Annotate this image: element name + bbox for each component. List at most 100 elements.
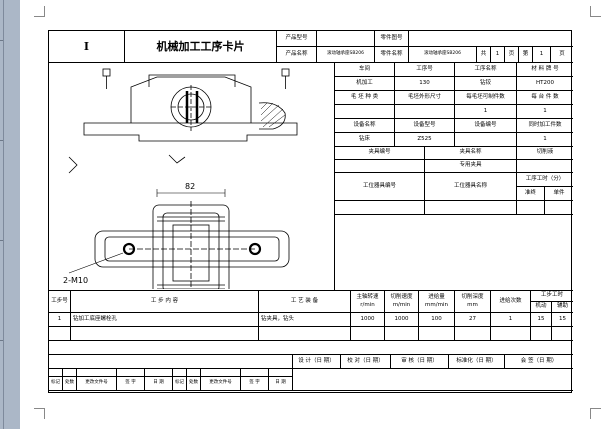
station-tool-name-label: 工位器具名称 [425,173,517,201]
equipment-name-value[interactable]: 钻床 [335,133,395,147]
part-number-label: 零件图号 [375,31,409,47]
step-2-no[interactable] [49,327,71,341]
prep-time-label: 准终 [517,187,545,201]
step-1-no[interactable]: 1 [49,313,71,327]
footer-sign-area[interactable] [293,369,573,391]
history-cell[interactable] [187,369,201,377]
step-2-speed[interactable] [351,327,385,341]
fixture-name-value[interactable]: 专用夹具 [425,160,517,173]
process-name-label: 工序名称 [455,63,517,77]
step-1-speed[interactable]: 1000 [351,313,385,327]
step-1-depth[interactable]: 27 [455,313,491,327]
history-cell[interactable] [241,369,269,377]
sheet-page-label: 页 [551,47,573,63]
footer-count-1: 处数 [63,377,77,391]
design-date-label: 设 计（日 期） [293,355,341,369]
prep-time-value[interactable] [517,201,545,215]
equipment-name-label: 设备名称 [335,119,395,133]
feed-label: 进给量 [428,294,445,300]
hole-label: 2-M10 [63,276,88,285]
station-tool-name-value[interactable] [425,201,517,215]
step-1-feed[interactable]: 100 [419,313,455,327]
countersign-date-label: 会 签（日 期） [505,355,573,369]
simultaneous-parts-value[interactable]: 1 [517,133,573,147]
coolant-value[interactable] [517,160,573,173]
history-cell[interactable] [269,369,293,377]
workshop-value[interactable]: 机加工 [335,77,395,91]
step-equipment-header: 工 艺 装 备 [259,291,351,313]
step-1-aux-time[interactable]: 15 [552,313,573,327]
blank-size-value[interactable] [395,105,455,119]
product-name-value[interactable]: 滚动轴承座SB206 [317,47,375,63]
history-cell[interactable] [63,369,77,377]
history-cell[interactable] [117,369,145,377]
history-cell[interactable] [145,369,173,377]
signoff-blank [49,355,293,369]
spindle-speed-unit: r/min [360,301,375,308]
equipment-model-value[interactable]: Z525 [395,133,455,147]
history-cell[interactable] [77,369,117,377]
notes-area[interactable] [335,215,573,291]
parts-per-blank-value[interactable]: 1 [455,105,517,119]
bearing-seat-drawing: 82 2-M10 [63,68,298,303]
step-1-content[interactable]: 钻加工底座螺栓孔 [71,313,259,327]
step-2-content[interactable] [71,327,259,341]
step-1-passes[interactable]: 1 [491,313,531,327]
process-no-value[interactable]: 130 [395,77,455,91]
product-name-label: 产品名称 [277,47,317,63]
step-1-machine-time[interactable]: 15 [531,313,552,327]
blank-row[interactable] [49,341,573,355]
machine-time-header: 机动 [531,302,552,313]
step-2-depth[interactable] [455,327,491,341]
total-value[interactable]: 1 [491,47,505,63]
part-drawing-area: 82 2-M10 [49,63,335,303]
aux-time-header: 辅助 [552,302,573,313]
fixture-no-value[interactable] [335,160,425,173]
history-cell[interactable] [201,369,241,377]
product-model-value[interactable] [317,31,375,47]
blank-type-value[interactable] [335,105,395,119]
parts-per-unit-label: 每 台 件 数 [517,91,573,105]
process-no-label: 工序号 [395,63,455,77]
history-cell[interactable] [173,369,187,377]
footer-count-2: 处数 [187,377,201,391]
equipment-no-value[interactable] [455,133,517,147]
total-page-label: 页 [505,47,519,63]
material-value[interactable]: HT200 [517,77,573,91]
step-1-equipment[interactable]: 钻夹具，钻头 [259,313,351,327]
step-2-feed[interactable] [419,327,455,341]
footer-sign-1: 签 字 [117,377,145,391]
footer-mark-2: 标记 [173,377,187,391]
corner-mark-br [590,408,601,419]
step-2-machine-time[interactable] [531,327,552,341]
ruler-mark [0,40,3,41]
ruler-mark [0,240,3,241]
fixture-no-label: 夹具编号 [335,147,425,160]
standard-date-label: 标准化（日 期） [449,355,505,369]
step-1-cut-speed[interactable]: 1000 [385,313,419,327]
part-name-label: 零件名称 [375,47,409,63]
step-2-cut-speed[interactable] [385,327,419,341]
total-label: 共 [477,47,491,63]
step-2-passes[interactable] [491,327,531,341]
process-time-label: 工序工时（分） [517,173,573,187]
history-cell[interactable] [49,369,63,377]
material-label: 材 料 牌 号 [517,63,573,77]
blank-type-label: 毛 坯 种 类 [335,91,395,105]
process-name-value[interactable]: 钻铰 [455,77,517,91]
sheet-value[interactable]: 1 [533,47,551,63]
unit-time-label: 单件 [545,187,573,201]
ruler-mark [0,340,3,341]
station-tool-no-value[interactable] [335,201,425,215]
part-name-value[interactable]: 滚动轴承座SB206 [409,47,477,63]
proof-date-label: 校 对（日 期） [341,355,391,369]
coolant-label: 切削液 [517,147,573,160]
cutting-speed-label: 切削速度 [390,294,413,300]
sheet-label: 第 [519,47,533,63]
step-2-equipment[interactable] [259,327,351,341]
station-tool-no-label: 工位器具编号 [335,173,425,201]
unit-time-value[interactable] [545,201,573,215]
part-number-value[interactable] [409,31,573,47]
parts-per-unit-value[interactable]: 1 [517,105,573,119]
step-2-aux-time[interactable] [552,327,573,341]
